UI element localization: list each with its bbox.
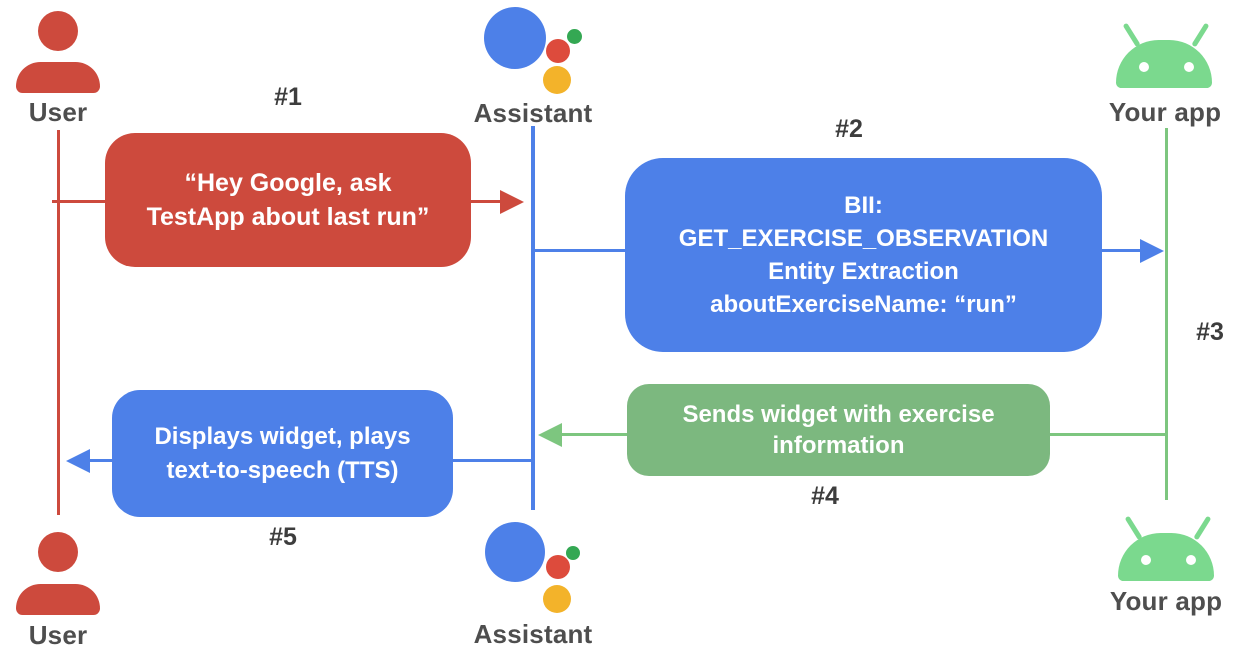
google-assistant-icon xyxy=(484,7,546,69)
android-robot-icon xyxy=(1116,40,1212,88)
message-5-text-line2: text-to-speech (TTS) xyxy=(166,456,399,484)
message-1-arrowhead-icon xyxy=(500,190,524,214)
assistant-yellow-dot-icon xyxy=(543,585,571,613)
person-icon xyxy=(38,11,78,51)
message-5-arrowhead-icon xyxy=(66,449,90,473)
message-5-box: Displays widget, plays text-to-speech (T… xyxy=(112,390,453,517)
assistant-green-dot-icon xyxy=(567,29,582,44)
user-top-label: User xyxy=(28,97,88,127)
message-4-text-line1: Sends widget with exercise xyxy=(682,401,995,428)
android-antenna-right xyxy=(1191,22,1210,48)
android-eye-right xyxy=(1184,62,1194,72)
assistant-green-dot-icon xyxy=(566,546,580,560)
user-lifeline xyxy=(57,130,60,515)
message-2-arrowhead-icon xyxy=(1140,239,1164,263)
assistant-red-dot-icon xyxy=(546,555,570,579)
android-eye-right xyxy=(1186,555,1196,565)
message-1-text-line2: TestApp about last run” xyxy=(146,203,430,231)
person-body-shape xyxy=(16,62,100,93)
message-4-arrowhead-icon xyxy=(538,423,562,447)
assistant-red-dot-icon xyxy=(546,39,570,63)
android-antenna-left xyxy=(1122,22,1141,48)
message-5-text-line1: Displays widget, plays xyxy=(154,422,411,450)
assistant-bottom-label: Assistant xyxy=(473,619,593,649)
android-eye-left xyxy=(1141,555,1151,565)
message-2-text-line2: GET_EXERCISE_OBSERVATION xyxy=(678,225,1049,252)
assistant-lifeline xyxy=(531,126,535,510)
step-2-label: #2 xyxy=(835,115,863,143)
person-icon xyxy=(38,532,78,572)
message-1-text-line1: “Hey Google, ask xyxy=(184,169,392,197)
android-antenna-right xyxy=(1193,515,1212,541)
step-3-label: #3 xyxy=(1196,318,1224,346)
step-5-label: #5 xyxy=(269,523,297,551)
user-bottom-label: User xyxy=(28,620,88,650)
assistant-yellow-dot-icon xyxy=(543,66,571,94)
app-bottom-label: Your app xyxy=(1109,586,1223,616)
message-2-text-line3: Entity Extraction xyxy=(768,258,959,285)
app-top-label: Your app xyxy=(1108,97,1222,127)
message-1-box: “Hey Google, ask TestApp about last run” xyxy=(105,133,471,267)
person-body-shape xyxy=(16,584,100,615)
step-4-label: #4 xyxy=(811,482,839,510)
message-2-box: BII: GET_EXERCISE_OBSERVATION Entity Ext… xyxy=(625,158,1102,352)
message-2-text-line1: BII: xyxy=(844,192,883,219)
android-robot-icon xyxy=(1118,533,1214,581)
step-1-label: #1 xyxy=(274,83,302,111)
android-eye-left xyxy=(1139,62,1149,72)
message-2-text-line4: aboutExerciseName: “run” xyxy=(710,291,1017,318)
message-4-box: Sends widget with exercise information xyxy=(627,384,1050,476)
android-antenna-left xyxy=(1124,515,1143,541)
message-4-text-line2: information xyxy=(772,432,905,459)
assistant-top-label: Assistant xyxy=(473,98,593,128)
google-assistant-icon xyxy=(485,522,545,582)
app-lifeline xyxy=(1165,128,1168,500)
